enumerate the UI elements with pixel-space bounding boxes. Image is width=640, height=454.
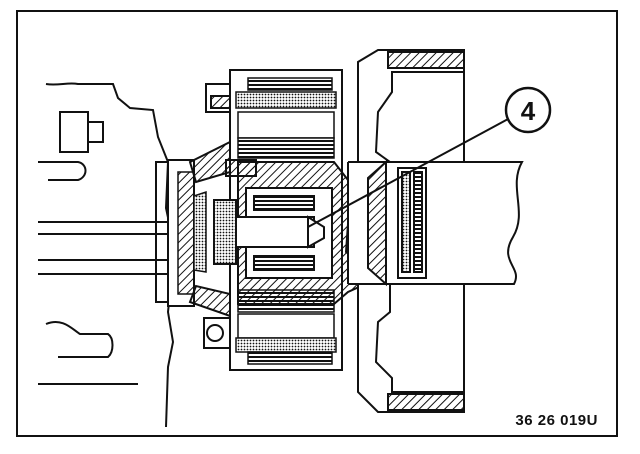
mechanical-cross-section-drawing: 4: [38, 49, 552, 428]
callout-bubble: 4: [504, 86, 552, 134]
left-housing-casting: [38, 82, 175, 428]
winding-upper: [235, 77, 337, 159]
illustration-frame: 4 36 26 019U: [16, 10, 618, 437]
central-hub: [213, 161, 378, 305]
callout-number: 4: [521, 96, 536, 126]
figure-code: 36 26 019U: [515, 412, 598, 429]
shaft: [347, 159, 524, 287]
callout-leader: [307, 117, 511, 228]
mounting-flange: [167, 159, 207, 307]
